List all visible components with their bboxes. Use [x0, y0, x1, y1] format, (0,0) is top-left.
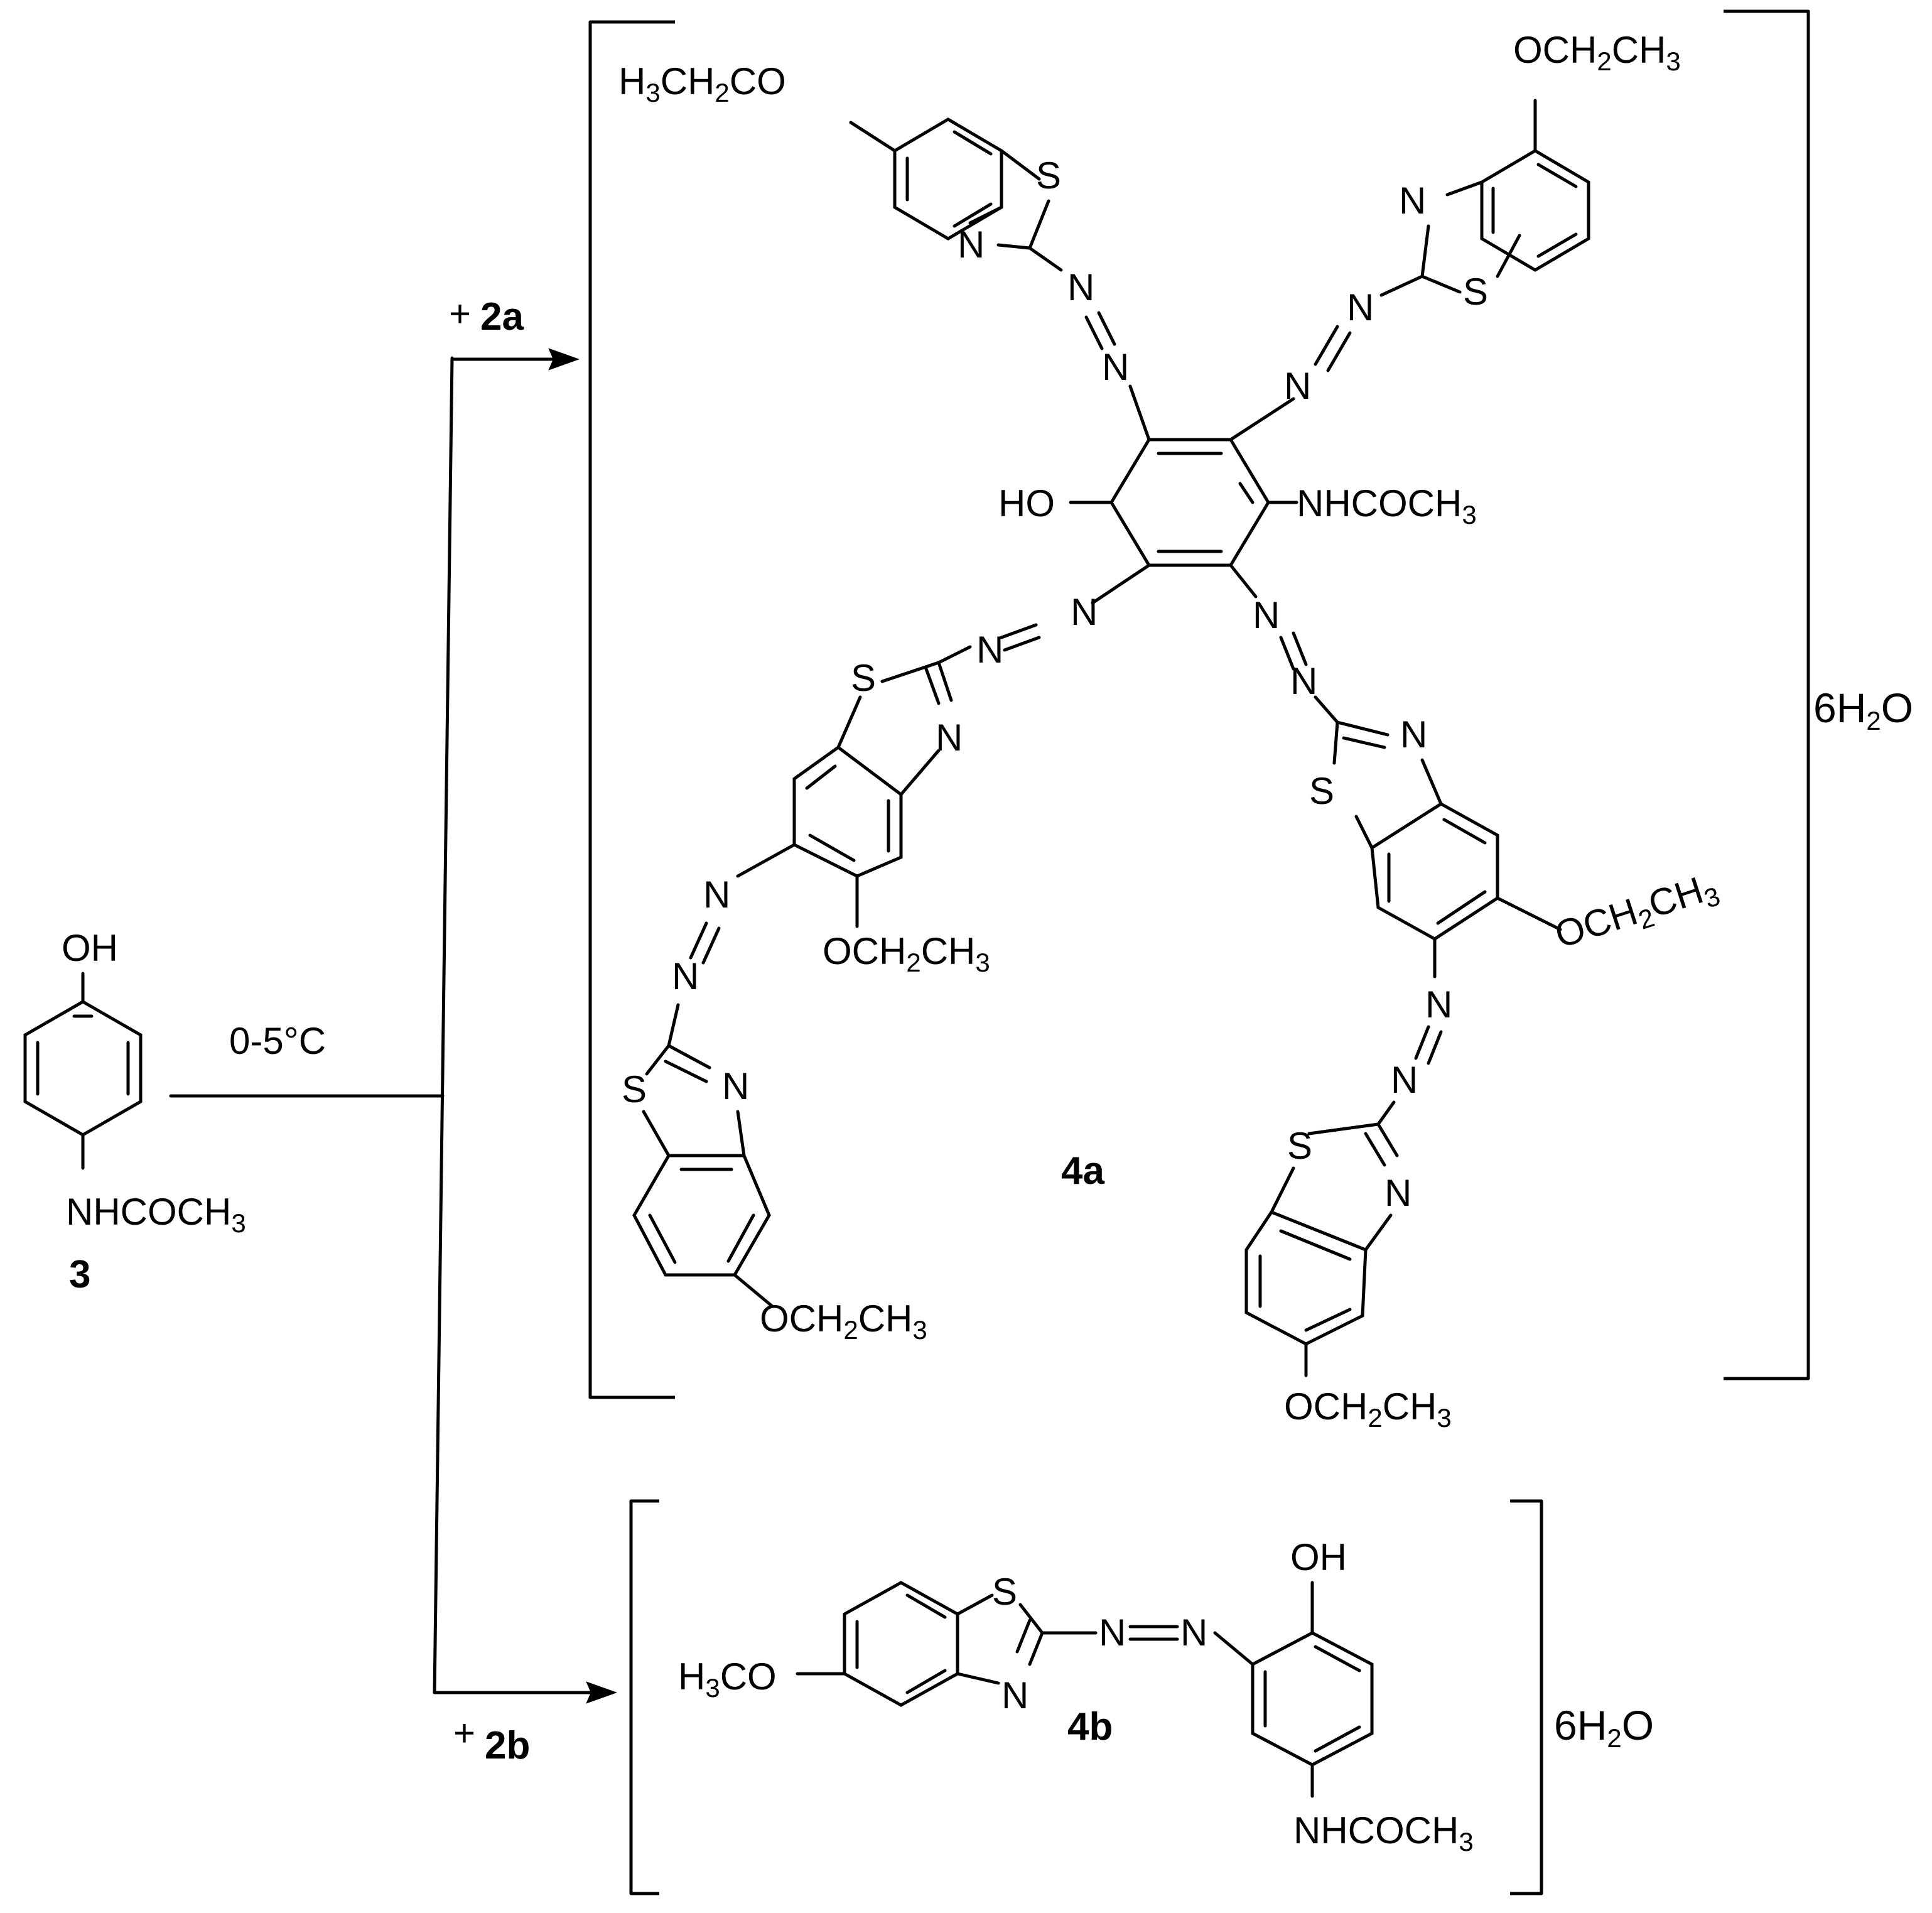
product-4a-ethoxy-br: OCH2CH3 [1284, 1385, 1452, 1433]
product-4b-azo-n: N [1180, 1612, 1207, 1654]
product-4a-azo-n: N [1391, 1059, 1418, 1101]
product-4a-azo-n: N [703, 874, 730, 916]
product-4a-s: S [622, 1068, 647, 1110]
product-4b-oh: OH [1290, 1536, 1347, 1578]
product-4b-h3co: H3CO [678, 1656, 777, 1703]
product-4a-ethoxy-tl: H3CH2CO [618, 60, 786, 107]
product-4a-s: S [1309, 770, 1334, 812]
product-4a-azo-n: N [1290, 660, 1317, 702]
product-4a-ho: HO [998, 482, 1055, 524]
product-4a-s: S [851, 657, 876, 699]
reagent-2a-plus: + [449, 293, 471, 335]
product-4b-s: S [992, 1571, 1017, 1613]
reactant-3-label: 3 [69, 1253, 90, 1296]
product-4a-azo-n: N [1071, 591, 1098, 633]
product-4a-ethoxy-tr: OCH2CH3 [1513, 29, 1681, 76]
product-4b-molecule: S N H3CO N N OH NHCOCH3 [678, 1536, 1474, 1856]
product-4a-hydrate: 6H2O [1813, 685, 1913, 735]
product-4b-nhcoch3: NHCOCH3 [1293, 1809, 1474, 1856]
product-4b-brackets: 6H2O 4b [629, 1499, 1654, 1895]
condition-label: 0-5°C [229, 1020, 326, 1062]
reagent-2b-label: 2b [485, 1724, 530, 1767]
product-4b-n: N [1001, 1674, 1028, 1716]
product-4a-ethoxy-ml: OCH2CH3 [823, 930, 990, 977]
product-4b-hydrate: 6H2O [1554, 1702, 1654, 1753]
product-4a-azo-n: N [1253, 594, 1280, 636]
product-4a-azo-n: N [1067, 266, 1094, 308]
product-4a-ethoxy-bl: OCH2CH3 [760, 1298, 927, 1345]
product-4a-label: 4a [1061, 1149, 1104, 1193]
product-4b-label: 4b [1067, 1705, 1113, 1748]
reactant-nhcoch3-label: NHCOCH3 [66, 1191, 246, 1238]
product-4a-s: S [1287, 1125, 1312, 1167]
product-4a-ethoxy-mr: OCH2CH3 [1550, 864, 1724, 961]
product-4a-n: N [936, 717, 963, 759]
product-4a-s: S [1036, 154, 1061, 197]
product-4a-azo-n: N [672, 955, 699, 997]
reactant-3: OH NHCOCH3 3 [23, 927, 246, 1296]
product-4a-molecule: HO NHCOCH3 N N S N H3CH2CO N N N [618, 29, 1724, 1433]
product-4a-azo-n: N [976, 629, 1003, 671]
product-4a-n: N [722, 1065, 749, 1107]
product-4a-azo-n: N [1102, 346, 1129, 388]
product-4a-n: N [1399, 180, 1426, 222]
product-4a-s: S [1463, 271, 1488, 313]
product-4a-n: N [1384, 1172, 1411, 1214]
reaction-arrows: 0-5°C + 2a + 2b [169, 293, 617, 1767]
reagent-2b-plus: + [453, 1712, 475, 1754]
product-4a-n: N [1400, 713, 1427, 756]
reagent-2a-label: 2a [480, 295, 524, 339]
product-4a-brackets: 6H2O 4a [588, 9, 1913, 1399]
product-4a-azo-n: N [1425, 984, 1452, 1026]
product-4a-azo-n: N [1347, 286, 1374, 328]
product-4b-azo-n: N [1099, 1612, 1126, 1654]
product-4a-n: N [958, 224, 985, 266]
product-4a-azo-n: N [1284, 365, 1311, 407]
reactant-oh-label: OH [62, 927, 118, 969]
product-4a-nhcoch3: NHCOCH3 [1297, 482, 1477, 529]
